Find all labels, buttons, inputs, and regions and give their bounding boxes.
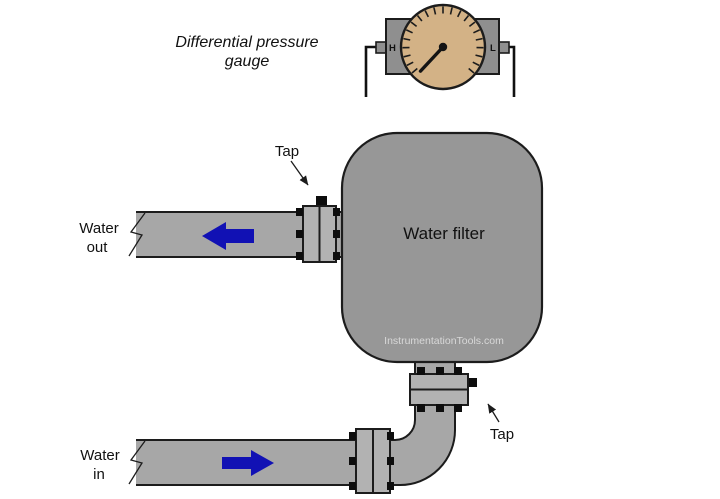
tap-top-pointer bbox=[290, 160, 309, 186]
outlet-flange-bolts bbox=[296, 208, 340, 260]
flow-arrow-out-icon bbox=[202, 222, 254, 250]
water-out-label: Water out bbox=[79, 220, 118, 256]
tap-callout-bottom: Tap bbox=[487, 403, 514, 443]
gauge-high-label: H bbox=[389, 43, 396, 54]
tap-callout-top: Tap bbox=[275, 143, 309, 186]
inlet-elbow bbox=[389, 401, 456, 486]
inlet-pipe bbox=[128, 349, 456, 486]
gauge-low-port bbox=[498, 41, 510, 54]
gauge-low-label: L bbox=[490, 43, 496, 54]
outlet-pipe-break-mark bbox=[128, 212, 146, 257]
vessel-bottom-flange bbox=[409, 367, 477, 412]
gauge-needle bbox=[418, 45, 445, 73]
vessel-shell bbox=[340, 131, 544, 364]
inlet-pipe-break-mark bbox=[128, 440, 146, 485]
gauge-low-impulse-line bbox=[508, 45, 516, 97]
water-in-label: Water in bbox=[80, 447, 119, 483]
inlet-flange-bolts bbox=[349, 432, 394, 490]
water-filter-vessel: Water filter InstrumentationTools.com bbox=[340, 131, 544, 364]
bottom-flange-bolts bbox=[417, 367, 462, 412]
outlet-flange-left-half bbox=[302, 205, 321, 263]
outlet-flange bbox=[296, 196, 340, 263]
inlet-flange-left-half bbox=[355, 428, 374, 494]
water-out-line2: out bbox=[87, 239, 109, 256]
tap-bottom-pointer bbox=[487, 403, 500, 423]
flow-arrow-in-icon bbox=[222, 450, 274, 476]
gauge-high-port bbox=[375, 41, 387, 54]
tap-bottom-label: Tap bbox=[490, 426, 514, 443]
water-out-line1: Water bbox=[79, 220, 118, 237]
tap-top-label: Tap bbox=[275, 143, 299, 160]
title-line1: Differential pressure bbox=[175, 34, 318, 51]
inlet-pipe-flange bbox=[349, 428, 394, 494]
bottom-flange-lower-half bbox=[409, 388, 469, 406]
vessel-watermark: InstrumentationTools.com bbox=[384, 335, 504, 347]
title-line2: gauge bbox=[225, 53, 270, 70]
gauge-high-impulse-line bbox=[364, 45, 378, 97]
diagram-title: Differential pressure gauge bbox=[175, 34, 318, 70]
bottom-flange-upper-half bbox=[409, 373, 469, 391]
water-in-line2: in bbox=[93, 466, 105, 483]
gauge-tick-marks bbox=[402, 6, 484, 74]
tap-port-top bbox=[316, 196, 327, 207]
gauge-needle-hub bbox=[438, 42, 448, 52]
tap-port-bottom bbox=[468, 378, 477, 387]
vessel-label: Water filter bbox=[403, 224, 485, 243]
water-in-line1: Water bbox=[80, 447, 119, 464]
differential-pressure-gauge: H L bbox=[364, 3, 516, 97]
